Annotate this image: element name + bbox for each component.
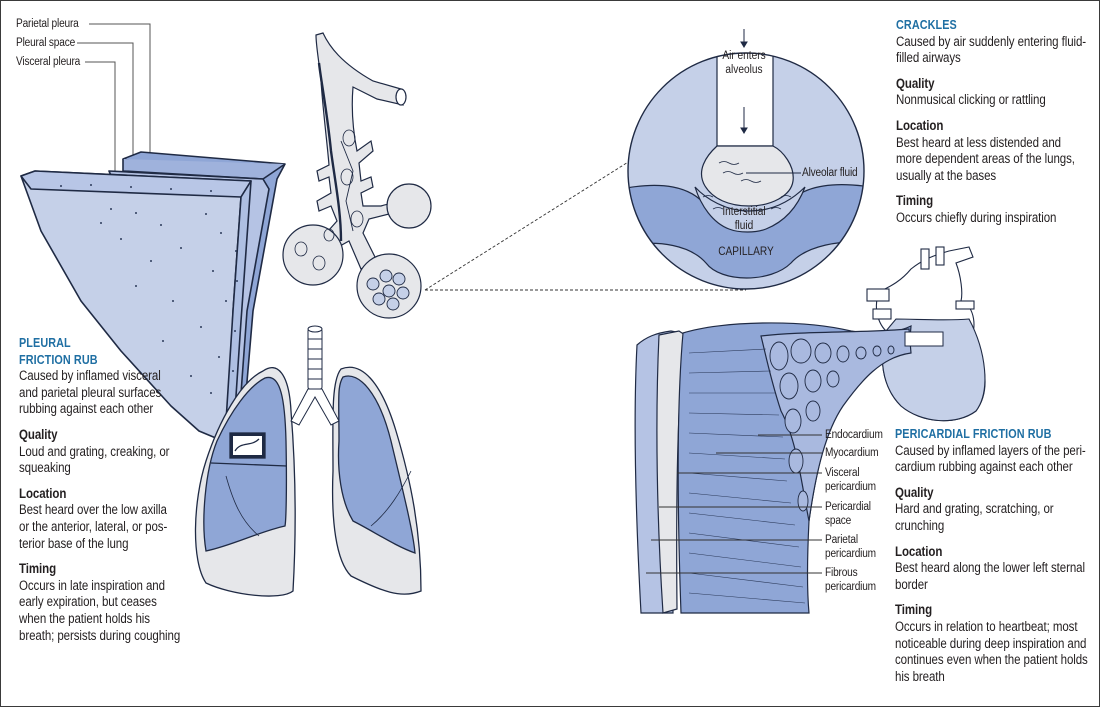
desc-line: Caused by air suddenly entering fluid- <box>896 33 1087 49</box>
section-line: noticeable during deep inspiration and <box>895 635 1087 651</box>
label-line: pericardium <box>825 548 876 560</box>
section-line: Best heard over the low axilla <box>19 502 167 518</box>
label-myocardium: Myocardium <box>825 446 879 460</box>
title-line: PLEURAL <box>19 336 71 350</box>
section-heading-location: Location <box>895 543 943 559</box>
label-pericardial-space: Pericardial space <box>825 500 871 528</box>
section-line: usually at the bases <box>896 167 997 183</box>
section-line: Best heard at less distended and <box>896 134 1061 150</box>
title-line: PERICARDIAL FRICTION RUB <box>895 427 1052 441</box>
alveolar-sacs <box>282 183 432 319</box>
label-line: space <box>825 515 852 527</box>
label-interstitial-line1: Interstitial <box>722 206 766 218</box>
endocardium-layer <box>760 328 912 522</box>
crackles-title: CRACKLES <box>896 17 1086 34</box>
section-line: his breath <box>895 668 945 684</box>
section-line: border <box>895 576 928 592</box>
section-line: terior base of the lung <box>19 535 129 551</box>
section-heading-quality: Quality <box>19 426 58 442</box>
title-line: CRACKLES <box>896 18 957 32</box>
pericardium-leader-lines <box>646 434 822 574</box>
section-heading-timing: Timing <box>896 193 934 209</box>
label-line: pericardium <box>825 481 876 493</box>
pleura-speckles <box>60 184 238 394</box>
lungs <box>194 325 422 597</box>
pleura-leader-lines <box>77 23 151 184</box>
section-line: Occurs chiefly during inspiration <box>896 209 1057 225</box>
section-line: Occurs in relation to heartbeat; most <box>895 618 1078 634</box>
label-air-line1: Air enters <box>722 50 766 62</box>
label-line: pericardium <box>825 581 876 593</box>
desc-line: and parietal pleural surfaces <box>19 384 162 400</box>
section-line: early expiration, but ceases <box>19 594 157 610</box>
desc-line: Caused by inflamed visceral <box>19 368 161 384</box>
desc-line: rubbing against each other <box>19 401 154 417</box>
section-heading-timing: Timing <box>19 561 57 577</box>
label-endocardium: Endocardium <box>825 428 883 442</box>
label-line: Pericardial <box>825 501 871 513</box>
label-line: Myocardium <box>825 447 879 459</box>
muscle-fibers <box>688 348 806 604</box>
label-line: Parietal <box>825 534 858 546</box>
label-parietal-pleura: Parietal pleura <box>16 18 79 30</box>
section-heading-quality: Quality <box>896 75 935 91</box>
section-line: crunching <box>895 517 945 533</box>
pericardial-title: PERICARDIAL FRICTION RUB <box>895 426 1088 443</box>
pleural-title: PLEURAL FRICTION RUB <box>19 335 180 368</box>
air-flow-arrows <box>740 29 748 134</box>
section-line: Nonmusical clicking or rattling <box>896 92 1046 108</box>
section-heading-location: Location <box>896 117 944 133</box>
section-heading-timing: Timing <box>895 602 933 618</box>
label-parietal-pericardium: Parietal pericardium <box>825 533 876 561</box>
section-line: Occurs in late inspiration and <box>19 577 165 593</box>
label-line: Visceral <box>825 467 860 479</box>
pericardial-friction-rub-panel: PERICARDIAL FRICTION RUB Caused by infla… <box>895 426 1088 685</box>
section-heading-quality: Quality <box>895 484 934 500</box>
label-visceral-pericardium: Visceral pericardium <box>825 466 876 494</box>
label-capillary: CAPILLARY <box>718 246 774 258</box>
zoom-connector-lines <box>424 158 746 291</box>
desc-line: Caused by inflamed layers of the peri- <box>895 442 1086 458</box>
label-interstitial-line2: fluid <box>734 220 754 232</box>
interstitial-fluid <box>694 186 806 233</box>
label-fibrous-pericardium: Fibrous pericardium <box>825 566 876 594</box>
label-air-enters-alveolus: Air enters alveolus <box>718 49 771 77</box>
section-line: breath; persists during coughing <box>19 627 181 643</box>
section-line: more dependent areas of the lungs, <box>896 151 1075 167</box>
section-line: squeaking <box>19 460 71 476</box>
bronchial-tree <box>282 32 432 319</box>
label-line: Endocardium <box>825 429 883 441</box>
pericardium-section <box>634 322 944 614</box>
section-line: Hard and grating, scratching, or <box>895 501 1054 517</box>
pleural-friction-rub-panel: PLEURAL FRICTION RUB Caused by inflamed … <box>19 335 180 644</box>
crackles-panel: CRACKLES Caused by air suddenly entering… <box>896 17 1086 227</box>
left-lung-inner <box>337 375 416 554</box>
title-line: FRICTION RUB <box>19 352 98 367</box>
alveolar-cells <box>366 269 410 311</box>
section-heading-location: Location <box>19 485 67 501</box>
alveolar-fluid <box>700 145 794 207</box>
label-air-line2: alveolus <box>725 64 763 76</box>
section-line: continues even when the patient holds <box>895 652 1088 668</box>
trachea <box>290 325 340 426</box>
label-interstitial-fluid: Interstitial fluid <box>718 205 771 233</box>
section-line: Best heard along the lower left sternal <box>895 560 1085 576</box>
label-visceral-pleura: Visceral pleura <box>16 56 81 68</box>
section-line: Loud and grating, creaking, or <box>19 443 170 459</box>
section-line: or the anterior, lateral, or pos- <box>19 518 168 534</box>
desc-line: cardium rubbing against each other <box>895 459 1073 475</box>
desc-line: filled airways <box>896 50 961 66</box>
label-line: Fibrous <box>825 567 858 579</box>
section-line: when the patient holds his <box>19 610 150 626</box>
label-alveolar-fluid: Alveolar fluid <box>802 167 858 179</box>
label-pleural-space: Pleural space <box>16 37 76 49</box>
